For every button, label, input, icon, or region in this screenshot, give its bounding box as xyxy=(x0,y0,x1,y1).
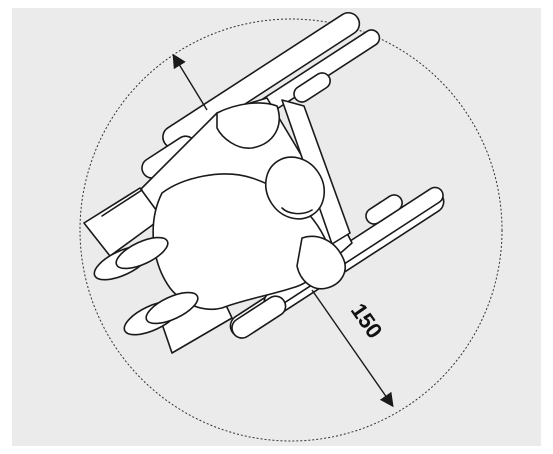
wheelchair-group xyxy=(83,11,445,354)
person-arm-bottom xyxy=(296,235,346,290)
dimension-label: 150 xyxy=(346,299,388,343)
dimension-arrow-bottom xyxy=(311,289,394,408)
person-arm-top xyxy=(216,102,281,149)
wheelchair-turning-diagram: 150 xyxy=(79,11,503,442)
foot-top-2 xyxy=(115,236,169,270)
person-ear xyxy=(281,207,313,215)
turning-circle xyxy=(79,18,503,442)
dimension-arrow-top xyxy=(172,53,208,111)
diagram-panel: 150 xyxy=(12,8,541,446)
person-head xyxy=(264,156,326,220)
foot-bottom-2 xyxy=(145,291,199,325)
caster-bottom xyxy=(231,295,287,339)
